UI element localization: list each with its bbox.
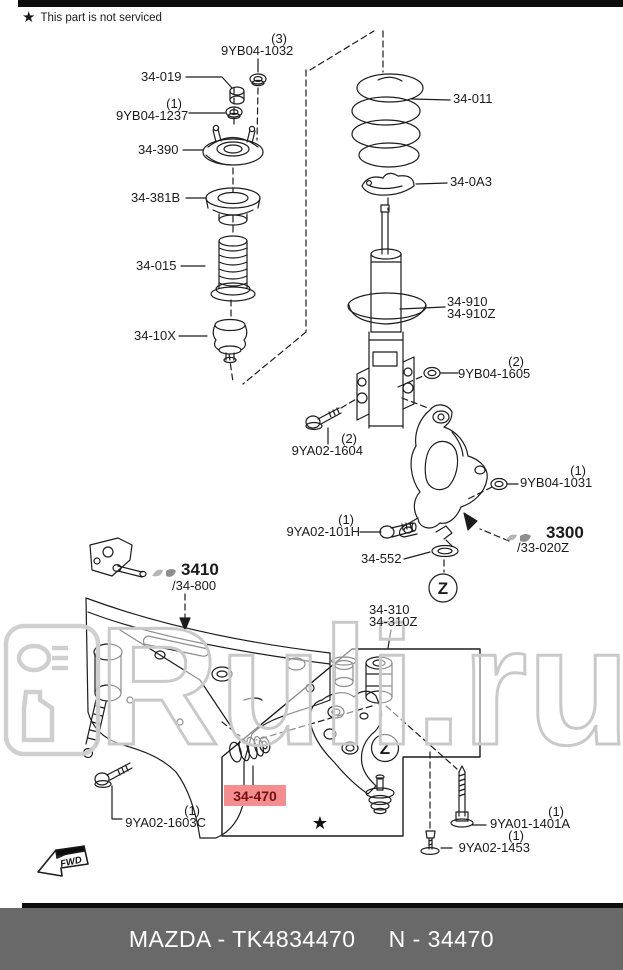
top-border-bar xyxy=(18,0,623,7)
label-34-019: 34-019 xyxy=(141,69,182,84)
label-3410: 3410 xyxy=(181,560,219,579)
not-serviced-legend: ★ This part is not serviced xyxy=(22,10,162,25)
label-34-800: /34-800 xyxy=(172,578,217,593)
coil-spring-drawing xyxy=(351,73,424,168)
zone-z-upper: Z xyxy=(428,573,458,603)
label-3300: 3300 xyxy=(546,523,584,542)
ref-3410-icon xyxy=(152,569,176,577)
zone-z-lower: Z xyxy=(370,733,400,763)
subframe-bolt-drawing xyxy=(94,762,133,788)
knuckle-ref-arrow xyxy=(463,512,478,531)
top-nut-drawing xyxy=(249,73,267,87)
svg-text:Z: Z xyxy=(438,579,448,598)
knuckle-nut-drawing xyxy=(490,477,508,491)
label-9yb04-1237: (1) 9YB04-1237 xyxy=(116,96,189,123)
legend-star-icon: ★ xyxy=(22,9,36,26)
label-34-10x: 34-10X xyxy=(134,328,176,343)
label-9ya02-101h: (1) 9YA02-101H xyxy=(286,512,360,539)
leader-lines xyxy=(111,58,519,849)
strut-drawing xyxy=(347,204,427,429)
washer-cap-drawing xyxy=(229,86,245,105)
subframe-ref-arrow xyxy=(179,617,191,631)
control-arm-drawing xyxy=(309,656,393,795)
strut-bolt-drawing xyxy=(305,407,342,431)
clip-washer-drawing xyxy=(431,525,459,558)
dashed-assembly-lines xyxy=(184,30,510,830)
footer-divider-line xyxy=(22,903,623,908)
label-34-0a3: 34-0A3 xyxy=(450,174,492,189)
label-9yb04-1605: (2) 9YB04-1605 xyxy=(458,354,531,381)
label-9yb04-1031: (1) 9YB04-1031 xyxy=(520,463,593,490)
bearing-drawing xyxy=(205,187,261,226)
label-33-020z: /33-020Z xyxy=(517,540,570,555)
bushing-34-470-drawing xyxy=(229,735,271,763)
legend-text: This part is not serviced xyxy=(40,11,162,24)
arm-front-bolt-drawing xyxy=(420,830,440,855)
strut-bracket-nut-drawing xyxy=(423,366,441,380)
not-serviced-star-marker: ★ xyxy=(312,813,328,833)
label-34-390: 34-390 xyxy=(138,142,179,157)
footer-part-number: N - 34470 xyxy=(388,925,495,952)
ref-3300-icon xyxy=(506,534,531,542)
label-34-310: 34-310 34-310Z xyxy=(369,602,418,629)
ball-joint-drawing xyxy=(365,774,395,815)
label-34-552: 34-552 xyxy=(361,551,402,566)
label-9ya02-1453: (1) 9YA02-1453 xyxy=(458,828,530,855)
strut-mount-drawing xyxy=(202,124,264,166)
label-34-015: 34-015 xyxy=(136,258,177,273)
arm-rear-bolt-drawing xyxy=(450,765,474,828)
knuckle-bolt-drawing xyxy=(379,522,417,539)
footer-brand-code: MAZDA - TK4834470 xyxy=(128,925,356,952)
label-34-381b: 34-381B xyxy=(131,190,181,205)
bump-stop-drawing xyxy=(212,318,248,364)
label-9ya02-1604: (2) 9YA02-1604 xyxy=(291,431,363,458)
svg-text:Z: Z xyxy=(380,739,390,758)
label-9ya01-1401a: (1) 9YA01-1401A xyxy=(490,804,570,831)
highlighted-part-label-34-470: 34-470 xyxy=(224,785,286,806)
spring-seat-drawing xyxy=(361,172,415,196)
footer-bar: MAZDA - TK4834470 N - 34470 xyxy=(0,908,623,970)
label-34-011: 34-011 xyxy=(453,91,493,106)
label-9yb04-1032: (3) 9YB04-1032 xyxy=(221,31,294,58)
knuckle-drawing xyxy=(398,404,488,538)
fwd-arrow: FWD xyxy=(37,845,89,877)
control-arm-callout-box xyxy=(221,648,481,837)
svg-text:FWD: FWD xyxy=(59,855,83,870)
mount-nut-drawing xyxy=(225,106,243,120)
dust-boot-drawing xyxy=(210,235,256,302)
label-34-910: 34-910 34-910Z xyxy=(447,294,496,321)
label-9ya02-1603c: (1) 9YA02-1603C xyxy=(125,803,206,830)
